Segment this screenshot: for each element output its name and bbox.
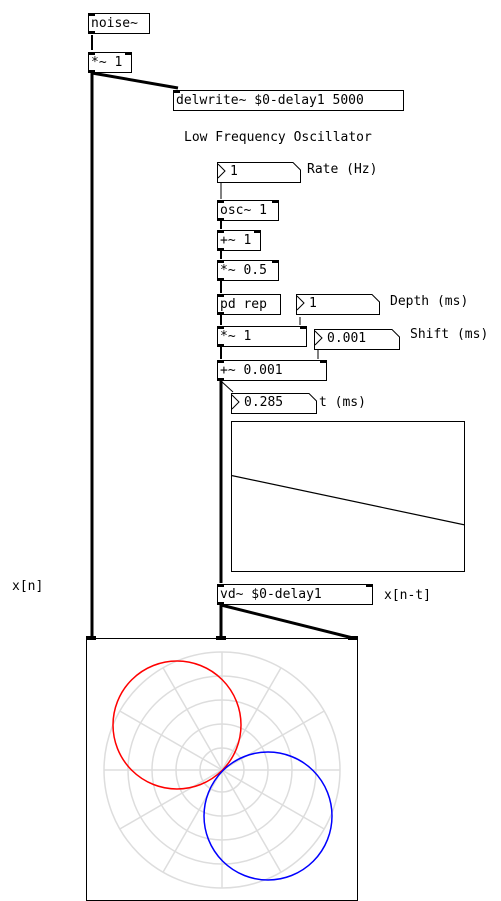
vd-object[interactable]: vd~ $0-delay1 [217,584,373,605]
graph-plot [231,475,465,526]
osc-object[interactable]: osc~ 1 [217,200,279,221]
graph-line [231,475,465,526]
scope-inlet-left [86,636,96,640]
noise-object[interactable]: noise~ [88,13,150,34]
t-number-box[interactable]: 0.285 [231,393,317,414]
input-gain-object[interactable]: *~ 1 [88,52,132,73]
shift-value: 0.001 [327,331,367,346]
shift-label: Shift (ms) [410,327,489,342]
scope-display [103,651,341,889]
depth-value: 1 [309,296,317,311]
depth-mul-object[interactable]: *~ 1 [217,326,307,347]
mul-half-label: *~ 0.5 [220,263,267,278]
depth-label: Depth (ms) [390,294,469,309]
xn-label: x[n] [12,579,44,594]
delay-time-graph[interactable] [231,421,465,572]
rate-label: Rate (Hz) [307,162,378,177]
vd-label: vd~ $0-delay1 [220,587,322,602]
osc-label: osc~ 1 [220,203,267,218]
xy-scope[interactable] [86,638,358,901]
depth-mul-label: *~ 1 [220,329,252,344]
rate-value: 1 [230,164,238,179]
shift-add-object[interactable]: +~ 0.001 [217,360,327,381]
mul-half-object[interactable]: *~ 0.5 [217,260,279,281]
delwrite-label: delwrite~ $0-delay1 5000 [176,93,364,108]
scope-trace-red [112,660,242,790]
scope-inlet-right [348,636,358,640]
t-value: 0.285 [244,395,284,410]
add-one-label: +~ 1 [220,233,252,248]
noise-object-label: noise~ [91,16,138,31]
pd-rep-subpatch[interactable]: pd rep [217,294,281,315]
shift-number-box[interactable]: 0.001 [314,329,400,350]
xnt-label: x[n-t] [384,588,431,603]
t-label: t (ms) [319,395,366,410]
rate-number-box[interactable]: 1 [217,162,301,183]
depth-number-box[interactable]: 1 [296,294,380,315]
scope-inlet-mid [216,636,226,640]
lfo-title: Low Frequency Oscillator [184,130,372,145]
scope-trace-blue [203,751,333,881]
shift-add-label: +~ 0.001 [220,363,283,378]
delwrite-object[interactable]: delwrite~ $0-delay1 5000 [173,90,404,111]
add-one-object[interactable]: +~ 1 [217,230,261,251]
input-gain-label: *~ 1 [91,55,123,70]
pd-rep-label: pd rep [220,297,267,312]
